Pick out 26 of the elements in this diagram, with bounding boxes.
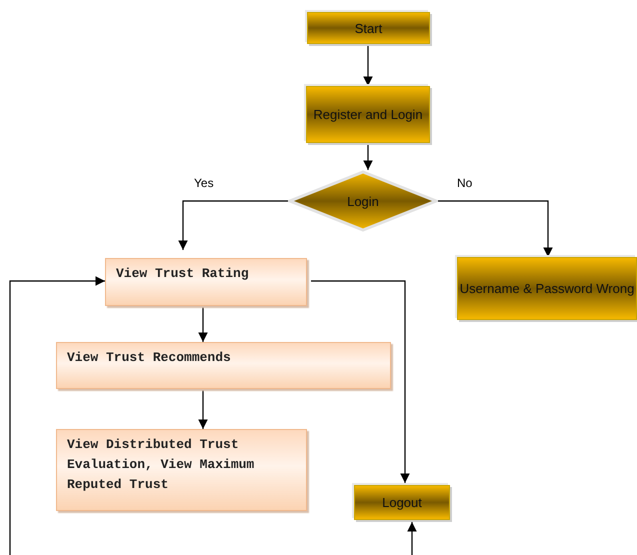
edge-label: No [455,176,474,190]
node-label: Start [354,20,382,36]
process-box [307,12,430,44]
arrow [438,200,553,257]
process-box [56,429,307,511]
edge-label: Yes [192,176,216,190]
arrow [407,522,417,555]
arrow [198,306,208,342]
arrow [9,276,105,555]
arrow [363,44,373,86]
process-box [306,86,430,143]
node-label: Register and Login [313,107,423,122]
node-label: Logout [382,495,422,510]
node-label: Login [347,194,379,208]
process-box [354,485,450,520]
node-label: Username & Password Wrong [460,281,634,296]
node-label: View Distributed Trust Evaluation, View Maximum Reputed Trust [67,436,256,494]
arrow [363,143,373,170]
arrow [311,280,410,483]
arrow [178,200,288,250]
process-box [457,257,637,320]
node-label: View Trust Rating [116,265,249,283]
process-box [105,258,307,306]
arrow [198,389,208,429]
node-label: View Trust Recommends [67,349,231,367]
process-box [56,342,391,389]
